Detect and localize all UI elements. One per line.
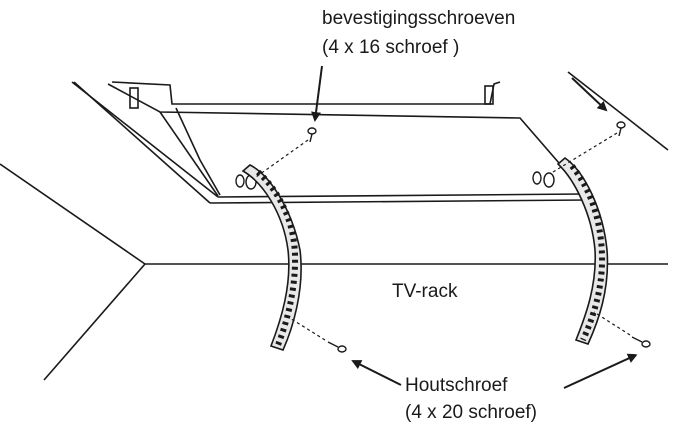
tv-panel-bevel [175, 107, 221, 196]
wood-screw-left [327, 341, 347, 353]
tv-rack-label: TV-rack [392, 281, 458, 302]
mount-hole-left-1 [235, 174, 245, 188]
screws [307, 121, 651, 353]
guide-mount-right [552, 132, 618, 173]
stand-arm-left [241, 164, 302, 351]
stand-arm-right-ribbing [569, 164, 606, 342]
tv-rack-surface [0, 163, 668, 381]
mount-holes [235, 171, 555, 190]
screw-guide-lines [255, 132, 631, 341]
mount-hole-right-2 [543, 172, 555, 188]
tv-bottom-front-edge [209, 199, 589, 204]
mount-screw-left [307, 127, 317, 143]
arrow-mount-screw [311, 65, 323, 122]
mount-hole-right-1 [532, 171, 542, 185]
mount-screw-right [616, 121, 626, 137]
stand-arm-left-ribbing [255, 169, 299, 347]
tv-panel-left-crease [159, 111, 219, 197]
tv-stand-recess [111, 81, 501, 105]
guide-wood-right [593, 311, 631, 336]
guide-mount-left [255, 139, 309, 178]
mount-screws-label-line2: (4 x 16 schroef ) [322, 37, 460, 58]
arrow-slide-direction [571, 77, 608, 112]
guide-wood-left [284, 314, 326, 341]
tv-top-panel-edge [107, 83, 586, 194]
pointer-arrows [311, 65, 638, 389]
tv-recess-notch-right [484, 85, 494, 105]
stand-arm-left-body [241, 164, 302, 351]
tv-inner-left-edge [71, 81, 219, 198]
rack-left-front-edge [43, 263, 146, 381]
wood-screw-label-line1: Houtschroef [405, 375, 508, 396]
mount-screws-label-line1: bevestigingsschroeven [322, 8, 516, 29]
stand-arm-right [556, 156, 609, 345]
tv-recess-notch-left [129, 87, 139, 109]
arrow-wood-screw-left [351, 360, 402, 386]
tv-right-outer-edge [567, 71, 669, 151]
rack-left-back-edge [0, 163, 146, 265]
wood-screw-right [631, 336, 651, 348]
arrow-wood-screw-right [563, 353, 638, 389]
wood-screw-label-line2: (4 x 20 schroef) [405, 402, 537, 423]
tv-body [71, 71, 669, 204]
